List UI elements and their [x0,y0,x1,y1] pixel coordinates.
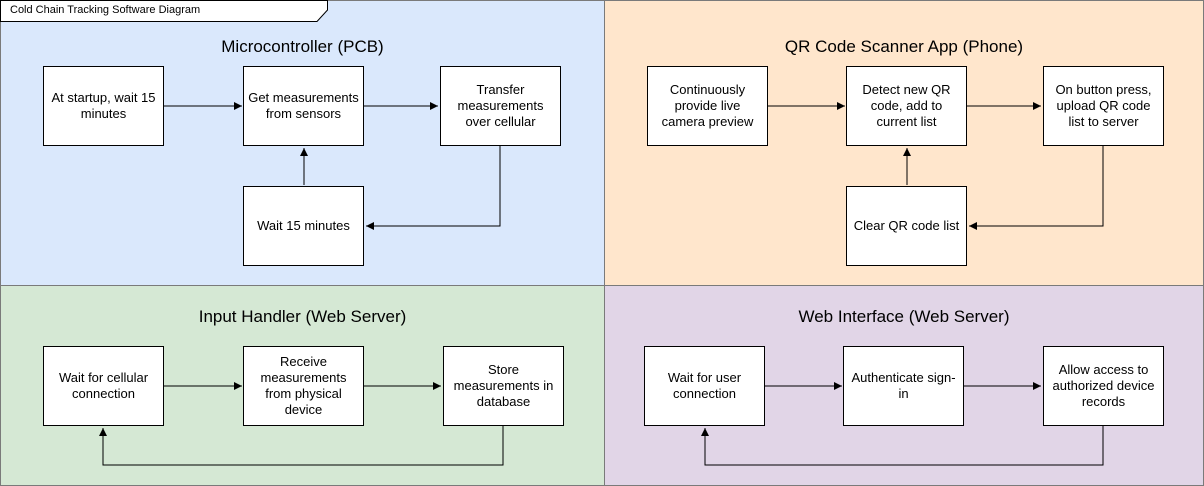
step-label: Wait for cellular connection [58,370,149,401]
step-upload-list: On button press, upload QR code list to … [1043,66,1164,146]
step-label: Transfer measurements over cellular [457,82,544,129]
step-store-measurements: Store measurements in database [443,346,564,426]
step-label: Authenticate sign-in [851,370,956,401]
arrow-allow-to-waituser [701,426,1104,466]
step-label: Receive measurements from physical devic… [260,354,347,417]
step-get-measurements: Get measurements from sensors [243,66,364,146]
step-wait-user: Wait for user connection [644,346,765,426]
step-detect-qr: Detect new QR code, add to current list [846,66,967,146]
step-wait-cellular: Wait for cellular connection [43,346,164,426]
step-label: Wait 15 minutes [257,218,350,233]
step-label: At startup, wait 15 minutes [51,90,156,121]
step-clear-list: Clear QR code list [846,186,967,266]
diagram-title-tab: Cold Chain Tracking Software Diagram [0,0,330,22]
step-label: Detect new QR code, add to current list [862,82,951,129]
step-transfer-measurements: Transfer measurements over cellular [440,66,561,146]
diagram-title: Cold Chain Tracking Software Diagram [10,4,201,16]
step-label: Clear QR code list [853,218,960,233]
panel-title: Input Handler (Web Server) [198,307,407,326]
step-authenticate: Authenticate sign-in [843,346,964,426]
panel-title: Web Interface (Web Server) [798,307,1010,326]
arrow-store-to-waitconn [99,426,504,466]
panel-title: Microcontroller (PCB) [221,37,384,56]
step-allow-access: Allow access to authorized device record… [1043,346,1164,426]
step-label: Get measurements from sensors [248,90,359,121]
step-label: Wait for user connection [667,370,742,401]
arrow-upload-to-clear [969,146,1104,230]
step-label: Continuously provide live camera preview [661,82,754,129]
step-startup-wait: At startup, wait 15 minutes [43,66,164,146]
step-label: Allow access to authorized device record… [1052,362,1155,409]
arrow-transfer-to-wait [366,146,501,230]
step-label: Store measurements in database [453,362,554,409]
step-wait-15: Wait 15 minutes [243,186,364,266]
panel-title: QR Code Scanner App (Phone) [784,37,1024,56]
title-tab-shape [0,0,328,22]
step-label: On button press, upload QR code list to … [1055,82,1152,129]
step-camera-preview: Continuously provide live camera preview [647,66,768,146]
step-receive-measurements: Receive measurements from physical devic… [243,346,364,426]
